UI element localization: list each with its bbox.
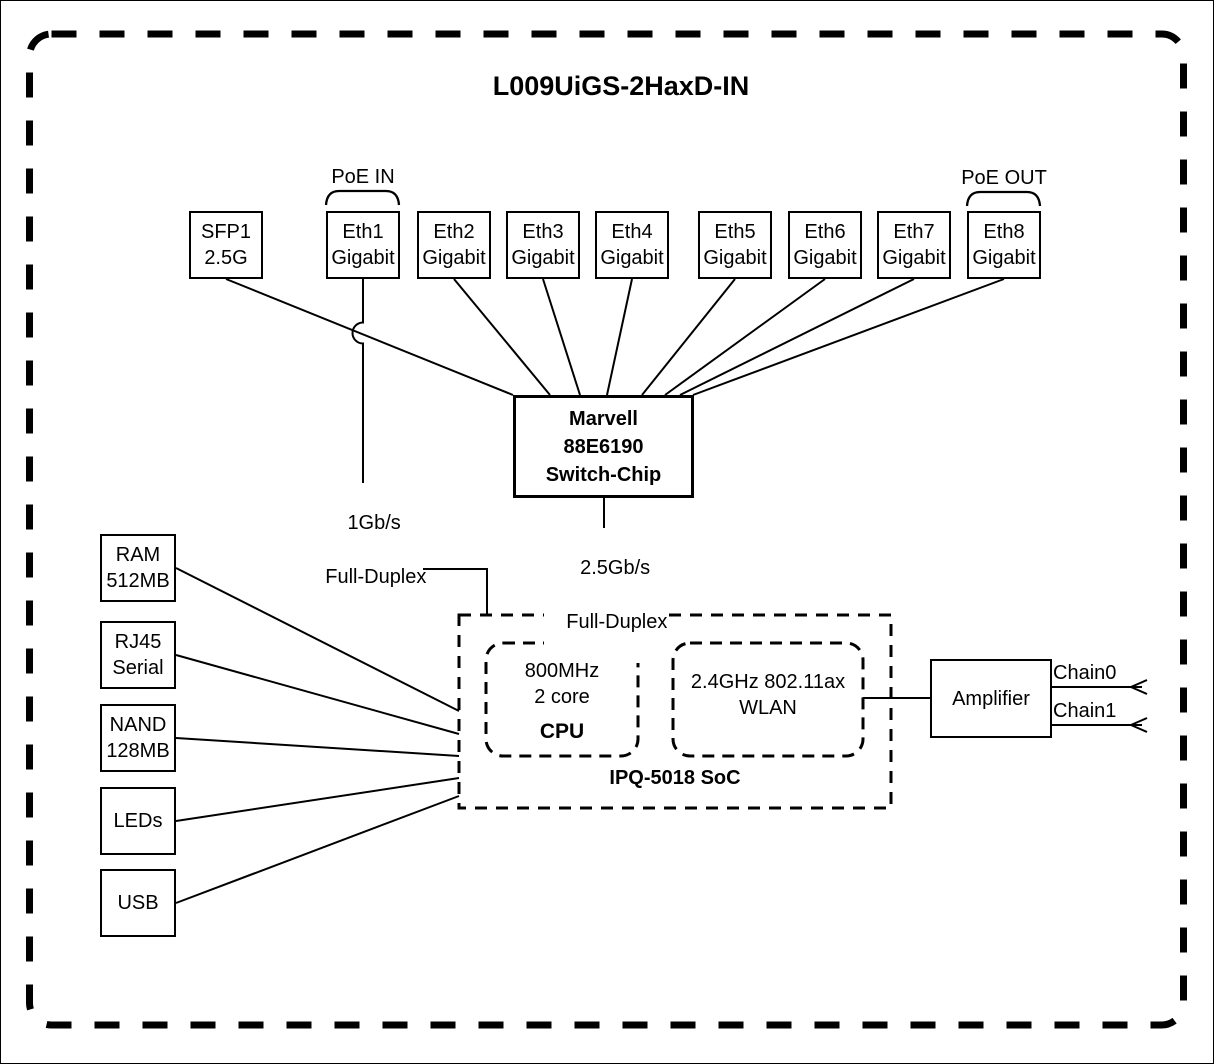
peripheral-ram: RAM 512MB [100,534,176,602]
port-eth3: Eth3 Gigabit [506,211,580,279]
cpu-block: 800MHz 2 core CPU [488,658,636,745]
switch-soc-speed-label: 2.5Gb/s Full-Duplex [544,528,667,663]
port-label: SFP1 [200,221,252,243]
port-speed: Gigabit [882,247,946,269]
soc-dashed-box [457,613,893,810]
port-speed: Gigabit [703,247,767,269]
port-eth7: Eth7 Gigabit [877,211,951,279]
port-speed: Gigabit [422,247,486,269]
cpu-clock: 800MHz [524,660,600,682]
link-eth4-switch [606,278,633,396]
port-sfp1: SFP1 2.5G [189,211,263,279]
port-speed: Gigabit [331,247,395,269]
link-eth1-soc [351,279,488,615]
port-speed: Gigabit [511,247,575,269]
port-eth6: Eth6 Gigabit [788,211,862,279]
chain0-label: Chain0 [1053,662,1117,684]
peripheral-rj45-serial: RJ45 Serial [100,621,176,689]
port-label: Eth4 [611,221,653,243]
port-speed: Gigabit [793,247,857,269]
cpu-label: CPU [539,720,585,743]
link-eth5-switch [641,278,736,396]
switch-chip-model: 88E6190 [563,435,644,458]
link-usb-soc [175,795,460,904]
chain0-antenna-arrow-icon [1128,679,1148,695]
wlan-label: WLAN [739,697,797,719]
eth1-soc-speed-label: 1Gb/s Full-Duplex [303,483,426,618]
link-eth7-switch [679,278,915,396]
wlan-standard: 2.4GHz 802.11ax [690,671,846,693]
poe-out-bracket [965,190,1042,207]
poe-in-bracket [324,189,401,206]
port-eth5: Eth5 Gigabit [698,211,772,279]
port-eth8: Eth8 Gigabit [967,211,1041,279]
link-sfp1-switch [225,278,514,396]
wlan-block: 2.4GHz 802.11ax WLAN [675,669,861,721]
port-label: Eth6 [804,221,846,243]
port-label: Eth1 [342,221,384,243]
poe-out-label: PoE OUT [961,167,1047,189]
chain1-label: Chain1 [1053,700,1117,722]
poe-in-label: PoE IN [331,166,395,188]
port-speed: Gigabit [972,247,1036,269]
port-eth1: Eth1 Gigabit [326,211,400,279]
cpu-cores: 2 core [534,686,590,708]
peripheral-usb: USB [100,869,176,937]
peripheral-leds: LEDs [100,787,176,855]
link-nand-soc [175,737,460,757]
port-label: Eth5 [714,221,756,243]
switch-chip-type: Switch-Chip [545,463,662,486]
port-label: Eth2 [433,221,475,243]
switch-chip-vendor: Marvell [569,407,638,430]
peripheral-nand: NAND 128MB [100,704,176,772]
link-eth8-switch [692,278,1005,396]
chain1-antenna-arrow-icon [1128,717,1148,733]
amplifier-box: Amplifier [930,659,1052,738]
link-rj45-soc [175,654,460,735]
port-speed: 2.5G [204,247,248,269]
link-eth6-switch [664,278,826,396]
port-label: Eth3 [522,221,564,243]
link-ram-soc [175,567,460,712]
link-leds-soc [175,777,460,822]
wlan-dashed-box [671,641,865,758]
soc-label: IPQ-5018 SoC [609,767,741,789]
amplifier-label: Amplifier [952,687,1030,710]
cpu-dashed-box [484,641,640,758]
port-label: Eth8 [983,221,1025,243]
diagram-title: L009UiGS-2HaxD-IN [492,71,750,101]
port-speed: Gigabit [600,247,664,269]
link-eth2-switch [453,278,551,396]
link-eth3-switch [542,278,581,396]
port-eth4: Eth4 Gigabit [595,211,669,279]
port-label: Eth7 [893,221,935,243]
switch-chip-box: Marvell 88E6190 Switch-Chip [513,395,694,498]
port-eth2: Eth2 Gigabit [417,211,491,279]
